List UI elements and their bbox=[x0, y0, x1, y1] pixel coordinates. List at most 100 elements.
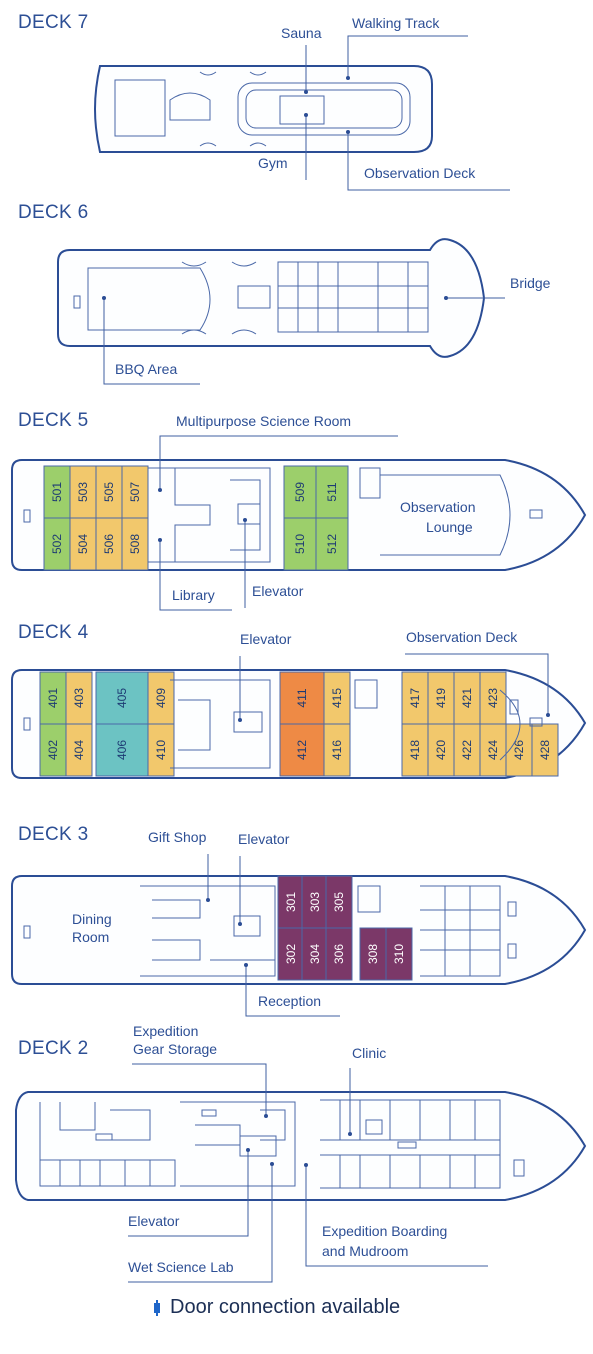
cabin-number-306: 306 bbox=[332, 944, 346, 964]
cabin-420 bbox=[427, 723, 455, 777]
cabin-number-304: 304 bbox=[308, 944, 322, 964]
cabin-number-511: 511 bbox=[325, 482, 339, 501]
dining-room-label-2: Room bbox=[72, 929, 109, 945]
legend-door-connection-label: Door connection available bbox=[170, 1296, 401, 1318]
cabin-number-501: 501 bbox=[50, 482, 64, 502]
cabin-number-404: 404 bbox=[72, 740, 86, 760]
gear-storage-label-1: Expedition bbox=[133, 1023, 198, 1039]
library-label: Library bbox=[172, 587, 215, 603]
cabin-number-428: 428 bbox=[538, 740, 552, 760]
cabin-number-426: 426 bbox=[512, 740, 526, 760]
cabin-302 bbox=[277, 927, 305, 981]
cabin-number-423: 423 bbox=[486, 688, 500, 708]
cabin-number-409: 409 bbox=[154, 688, 168, 708]
gym-label: Gym bbox=[258, 155, 288, 171]
cabin-426 bbox=[505, 723, 533, 777]
cabin-511 bbox=[315, 465, 349, 519]
cabin-401 bbox=[39, 671, 67, 725]
deck-2: DECK 2 Expedition Gear Storage Clinic El… bbox=[15, 1023, 587, 1283]
cabin-number-506: 506 bbox=[102, 534, 116, 554]
cabin-402 bbox=[39, 723, 67, 777]
deck-2-hull bbox=[15, 1091, 587, 1201]
science-room-label: Multipurpose Science Room bbox=[176, 413, 351, 429]
cabin-507 bbox=[121, 465, 149, 519]
cabin-number-421: 421 bbox=[460, 688, 474, 708]
bbq-area-label: BBQ Area bbox=[115, 361, 177, 377]
elevator-2-label: Elevator bbox=[128, 1213, 180, 1229]
cabin-423 bbox=[479, 671, 507, 725]
cabin-number-402: 402 bbox=[46, 740, 60, 760]
observation-lounge-label-1: Observation bbox=[400, 499, 475, 515]
cabin-number-303: 303 bbox=[308, 892, 322, 912]
cabin-number-403: 403 bbox=[72, 688, 86, 708]
deck-6-title: DECK 6 bbox=[18, 202, 88, 223]
cabin-number-424: 424 bbox=[486, 740, 500, 760]
deck-7-walking-track bbox=[237, 82, 411, 136]
cabin-509 bbox=[283, 465, 317, 519]
bridge-label: Bridge bbox=[510, 275, 551, 291]
cabin-number-508: 508 bbox=[128, 534, 142, 554]
deck-5-title: DECK 5 bbox=[18, 410, 88, 431]
cabin-number-420: 420 bbox=[434, 740, 448, 760]
cabin-306 bbox=[325, 927, 353, 981]
cabin-number-417: 417 bbox=[408, 688, 422, 708]
cabin-419 bbox=[427, 671, 455, 725]
deck-6: DECK 6 Bridge BBQ Area bbox=[18, 202, 551, 385]
cabin-number-416: 416 bbox=[330, 740, 344, 760]
cabin-number-512: 512 bbox=[325, 534, 339, 554]
cabin-310 bbox=[385, 927, 413, 981]
cabin-404 bbox=[65, 723, 93, 777]
cabin-number-422: 422 bbox=[460, 740, 474, 760]
cabin-number-418: 418 bbox=[408, 740, 422, 760]
cabin-number-502: 502 bbox=[50, 534, 64, 554]
cabin-number-305: 305 bbox=[332, 892, 346, 912]
cabin-number-406: 406 bbox=[115, 740, 129, 760]
sauna-label: Sauna bbox=[281, 25, 322, 41]
cabin-416 bbox=[323, 723, 351, 777]
deck-2-title: DECK 2 bbox=[18, 1038, 88, 1059]
elevator-4-label: Elevator bbox=[240, 631, 292, 647]
cabin-number-405: 405 bbox=[115, 688, 129, 708]
cabin-number-302: 302 bbox=[284, 944, 298, 964]
cabin-number-507: 507 bbox=[128, 482, 142, 502]
wet-science-lab-label: Wet Science Lab bbox=[128, 1259, 234, 1275]
cabin-number-510: 510 bbox=[293, 534, 307, 554]
door-connection-icon bbox=[154, 1299, 160, 1316]
cabin-418 bbox=[401, 723, 429, 777]
observation-deck-7-label: Observation Deck bbox=[364, 165, 476, 181]
cabin-409 bbox=[147, 671, 175, 725]
cabin-424 bbox=[479, 723, 507, 777]
clinic-label: Clinic bbox=[352, 1045, 386, 1061]
cabin-508 bbox=[121, 517, 149, 571]
boarding-mudroom-label-2: and Mudroom bbox=[322, 1243, 408, 1259]
cabin-303 bbox=[301, 875, 329, 929]
bbq-area-structure bbox=[87, 267, 211, 331]
deck-3-title: DECK 3 bbox=[18, 824, 88, 845]
deck-6-hull bbox=[57, 238, 486, 358]
cabin-number-301: 301 bbox=[284, 892, 298, 912]
gift-shop-label: Gift Shop bbox=[148, 829, 207, 845]
deck-3-cabins: 301 303 305 302 304 306 308 310 bbox=[277, 875, 413, 981]
deck-7-aft-structure bbox=[114, 79, 166, 137]
cabin-406 bbox=[95, 723, 149, 777]
cabin-number-505: 505 bbox=[102, 482, 116, 502]
elevator-5-label: Elevator bbox=[252, 583, 304, 599]
deck-7-hull bbox=[93, 65, 433, 153]
deck-4-title: DECK 4 bbox=[18, 622, 89, 643]
cabin-415 bbox=[323, 671, 351, 725]
cabin-number-509: 509 bbox=[293, 482, 307, 502]
observation-lounge-room bbox=[380, 474, 511, 556]
deck-7: DECK 7 Sauna Walking Track Gym Observati… bbox=[18, 12, 510, 191]
deck-7-tender bbox=[169, 92, 211, 121]
cabin-number-310: 310 bbox=[392, 944, 406, 964]
dining-room-label-1: Dining bbox=[72, 911, 112, 927]
elevator-3-label: Elevator bbox=[238, 831, 290, 847]
cabin-number-411: 411 bbox=[295, 688, 309, 707]
observation-lounge-label-2: Lounge bbox=[426, 519, 473, 535]
cabin-number-308: 308 bbox=[366, 944, 380, 964]
